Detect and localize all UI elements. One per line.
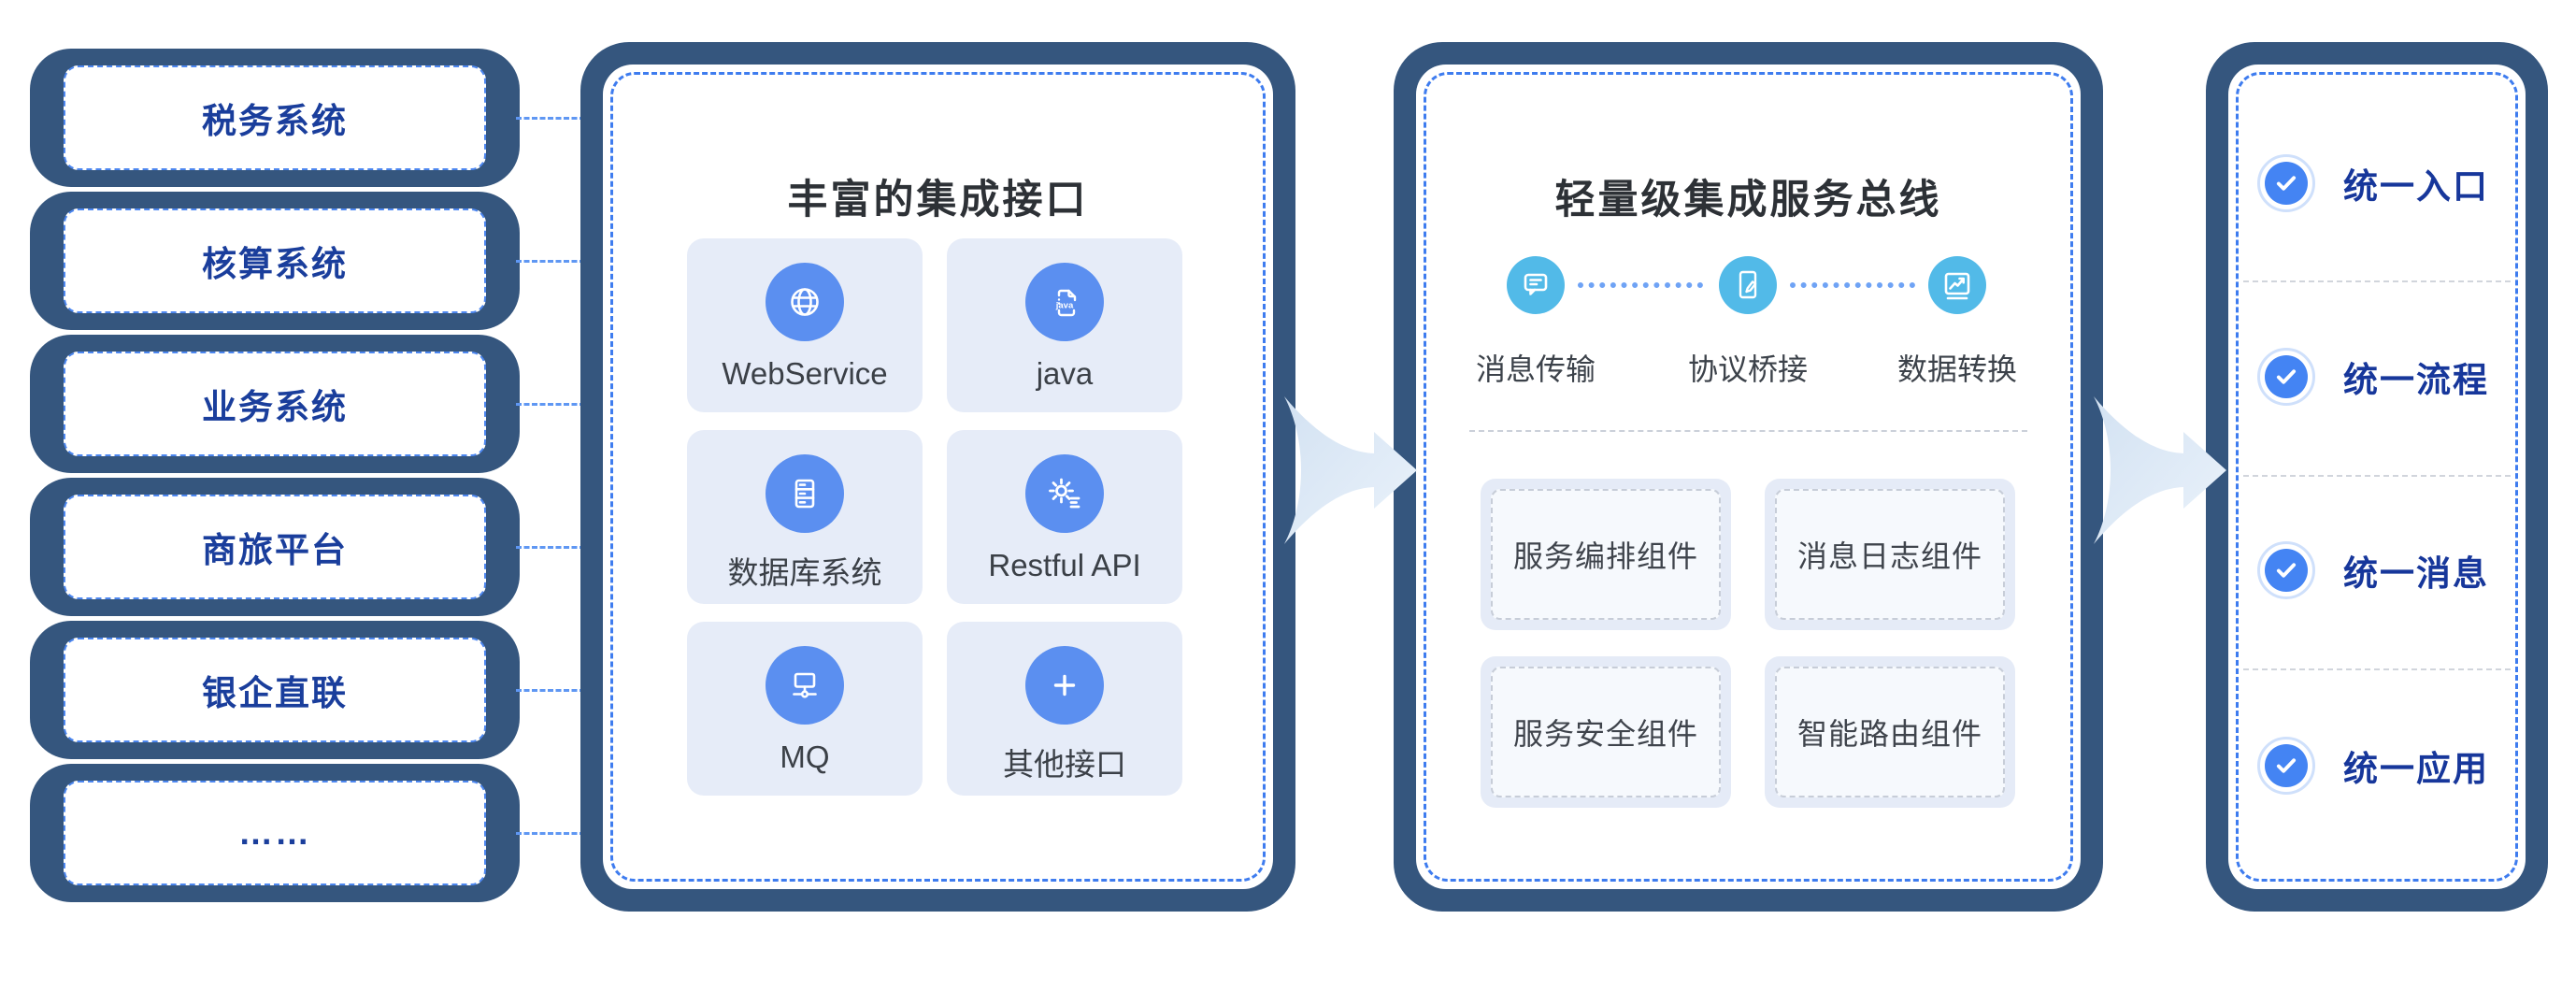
interface-card-restful: Restful API	[947, 430, 1182, 604]
source-system-box: ……	[64, 781, 486, 885]
source-system-pill: 核算系统	[30, 192, 520, 330]
source-system-label: 银企直联	[202, 674, 348, 712]
component-label: 消息日志组件	[1796, 539, 1982, 573]
benefit-item: 统一消息	[2257, 541, 2489, 599]
source-system-box: 业务系统	[64, 352, 486, 456]
dashed-connector	[516, 546, 585, 549]
bus-feature-label: 消息传输	[1475, 352, 1596, 386]
component-card: 服务编排组件	[1481, 479, 1731, 630]
check-icon	[2257, 737, 2315, 795]
source-system-label: 税务系统	[202, 102, 348, 140]
interface-card-label: MQ	[780, 740, 830, 774]
benefits-panel: 统一入口 统一流程 统一消息 统一应用	[2206, 42, 2548, 912]
source-system-label: 业务系统	[202, 388, 348, 426]
benefit-label: 统一应用	[2343, 750, 2489, 788]
data-transform-icon	[1928, 256, 1986, 314]
dashed-connector	[516, 832, 585, 835]
source-system-box: 商旅平台	[64, 495, 486, 599]
dashed-connector	[516, 403, 585, 406]
source-system-pill: 业务系统	[30, 335, 520, 473]
component-card: 智能路由组件	[1765, 656, 2015, 808]
source-system-box: 税务系统	[64, 65, 486, 170]
benefit-divider	[2243, 280, 2511, 282]
benefit-label: 统一入口	[2343, 167, 2489, 206]
benefit-item: 统一应用	[2257, 737, 2489, 795]
interface-card-database: 数据库系统	[687, 430, 923, 604]
mq-network-icon	[766, 646, 844, 725]
flow-arrow-right	[1284, 396, 1417, 544]
interface-card-label: java	[1036, 356, 1094, 391]
component-card-box: 服务编排组件	[1491, 489, 1721, 620]
bus-panel-title: 轻量级集成服务总线	[1554, 178, 1942, 223]
source-system-label: ……	[238, 813, 311, 852]
gear-list-icon	[1025, 454, 1104, 533]
bus-feature-label: 协议桥接	[1687, 352, 1808, 386]
message-bubble-icon	[1507, 256, 1565, 314]
dashed-connector	[516, 260, 585, 263]
dashed-connector	[516, 117, 585, 120]
interface-card-java: java java	[947, 238, 1182, 412]
interface-card-other: 其他接口	[947, 622, 1182, 796]
protocol-bridge-icon	[1719, 256, 1777, 314]
check-icon	[2257, 348, 2315, 406]
server-icon	[766, 454, 844, 533]
dotted-link	[1578, 282, 1703, 288]
source-system-box: 银企直联	[64, 638, 486, 742]
component-card-box: 智能路由组件	[1775, 667, 2005, 797]
plus-icon	[1025, 646, 1104, 725]
benefit-label: 统一消息	[2343, 554, 2489, 593]
source-system-pill: 税务系统	[30, 49, 520, 187]
benefit-item: 统一入口	[2257, 154, 2489, 212]
component-card-box: 消息日志组件	[1775, 489, 2005, 620]
benefit-divider	[2243, 475, 2511, 477]
benefit-label: 统一流程	[2343, 361, 2489, 399]
interface-card-mq: MQ	[687, 622, 923, 796]
flow-arrow-right	[2094, 396, 2226, 544]
component-card: 服务安全组件	[1481, 656, 1731, 808]
interface-card-label: 数据库系统	[727, 555, 882, 590]
source-system-pill: 商旅平台	[30, 478, 520, 616]
dashed-connector	[516, 689, 585, 692]
check-icon	[2257, 154, 2315, 212]
component-card-box: 服务安全组件	[1491, 667, 1721, 797]
source-system-label: 商旅平台	[202, 531, 348, 569]
interfaces-panel: 丰富的集成接口 WebService java java	[580, 42, 1295, 912]
benefit-item: 统一流程	[2257, 348, 2489, 406]
interfaces-panel-title: 丰富的集成接口	[787, 178, 1089, 223]
dotted-link	[1790, 282, 1915, 288]
source-system-label: 核算系统	[202, 245, 348, 283]
globe-icon	[766, 263, 844, 341]
component-label: 智能路由组件	[1796, 717, 1982, 751]
bus-feature-label: 数据转换	[1896, 352, 2017, 386]
source-system-box: 核算系统	[64, 208, 486, 313]
interface-card-label: WebService	[722, 356, 888, 391]
interface-card-webservice: WebService	[687, 238, 923, 412]
check-icon	[2257, 541, 2315, 599]
bus-divider	[1469, 430, 2027, 432]
bus-panel: 轻量级集成服务总线 消息传输 协议桥接 数据	[1394, 42, 2103, 912]
svg-text:java: java	[1055, 301, 1074, 311]
component-label: 服务安全组件	[1512, 717, 1698, 751]
component-label: 服务编排组件	[1512, 539, 1698, 573]
benefit-divider	[2243, 668, 2511, 670]
source-system-pill: ……	[30, 764, 520, 902]
interface-card-label: 其他接口	[1003, 747, 1126, 782]
java-file-icon: java	[1025, 263, 1104, 341]
interface-card-label: Restful API	[988, 548, 1141, 582]
component-card: 消息日志组件	[1765, 479, 2015, 630]
source-system-pill: 银企直联	[30, 621, 520, 759]
